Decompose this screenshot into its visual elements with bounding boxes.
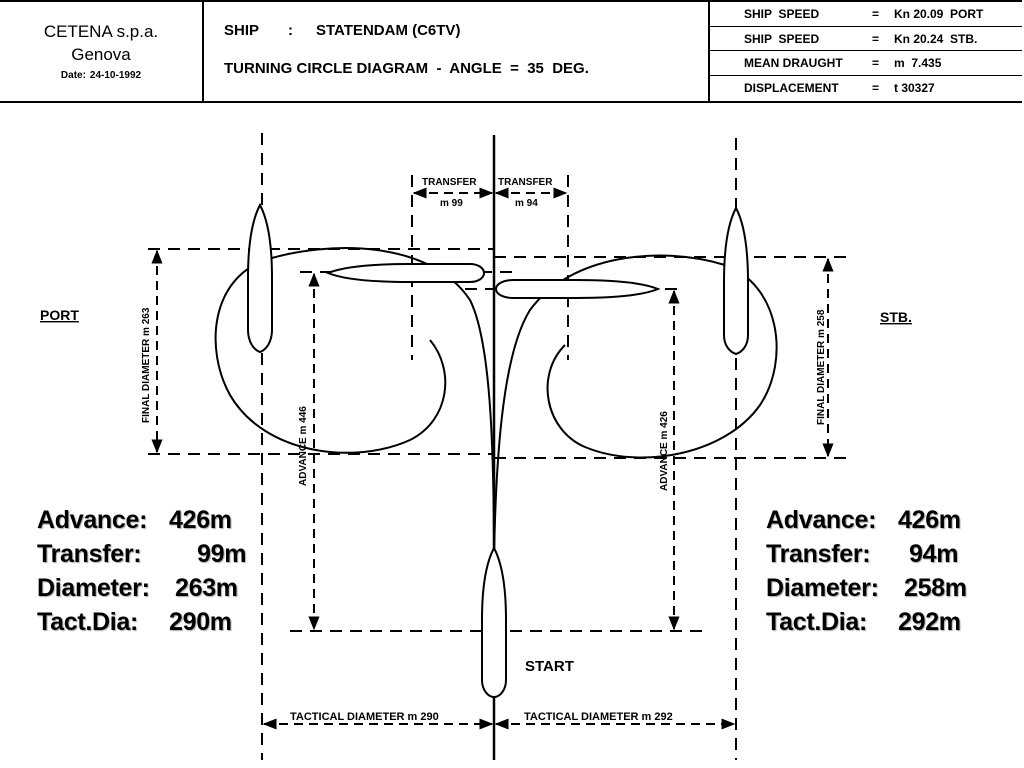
- spec-equals: =: [872, 7, 880, 21]
- summary-value: 94m: [909, 540, 959, 568]
- spec-label: MEAN DRAUGHT: [744, 56, 843, 70]
- advance-label-stb: ADVANCE m 426: [659, 411, 670, 491]
- summary-label: Diameter:: [37, 574, 150, 602]
- diagram-title: TURNING CIRCLE DIAGRAM - ANGLE = 35 DEG.: [224, 60, 589, 77]
- transfer-label-port: TRANSFER: [422, 177, 477, 188]
- company-cell: CETENA s.p.a. Genova Date:24-10-1992: [0, 2, 204, 101]
- summary-value: 426m: [898, 506, 961, 534]
- summary-row-transfer: Transfer: 99m: [37, 537, 246, 571]
- ship-label: SHIP: [224, 22, 260, 39]
- summary-row-diameter: Diameter: 263m: [37, 571, 246, 605]
- final-diameter-label-stb: FINAL DIAMETER m 258: [816, 309, 827, 425]
- spec-value: Kn 20.09 PORT: [894, 7, 984, 21]
- summary-row-diameter: Diameter: 258m: [766, 571, 967, 605]
- spec-value: m 7.435: [894, 56, 942, 70]
- spec-equals: =: [872, 56, 880, 70]
- stb-label: STB.: [880, 309, 912, 325]
- summary-label: Diameter:: [766, 574, 879, 602]
- summary-value: 290m: [169, 608, 232, 636]
- date-value: 24-10-1992: [89, 70, 142, 81]
- specs-table: SHIP SPEED = Kn 20.09 PORT SHIP SPEED = Kn 2…: [710, 2, 1022, 101]
- turning-circle-diagram: PORT STB. START TRANSFER m 99 TRANSFER m…: [40, 133, 912, 760]
- summary-row-transfer: Transfer: 94m: [766, 537, 967, 571]
- summary-value: 263m: [175, 574, 238, 602]
- summary-value: 99m: [197, 540, 247, 568]
- spec-row-draught: MEAN DRAUGHT = m 7.435: [710, 51, 1022, 76]
- summary-row-advance: Advance: 426m: [37, 503, 246, 537]
- summary-port: Advance:426m Transfer:99m Diameter:263m …: [37, 503, 246, 639]
- spec-value: Kn 20.24 STB.: [894, 31, 978, 46]
- ship-line: SHIP: STATENDAM (C6TV): [224, 22, 460, 39]
- final-diameter-label-port: FINAL DIAMETER m 263: [141, 307, 152, 423]
- summary-value: 258m: [904, 574, 967, 602]
- ship-stb-90: [723, 205, 749, 356]
- spec-label: DISPLACEMENT: [744, 80, 839, 95]
- spec-row-displacement: DISPLACEMENT = t 30327: [710, 76, 1022, 101]
- port-label: PORT: [40, 307, 79, 323]
- spec-row-port-speed: SHIP SPEED = Kn 20.09 PORT: [710, 2, 1022, 27]
- diagram-labels: PORT STB. START TRANSFER m 99 TRANSFER m…: [40, 177, 912, 723]
- summary-label: Advance:: [37, 506, 148, 534]
- summary-label: Advance:: [766, 506, 877, 534]
- advance-label-port: ADVANCE m 446: [298, 406, 309, 486]
- tactical-label-stb: TACTICAL DIAMETER m 292: [524, 711, 673, 723]
- spec-value: t 30327: [894, 80, 935, 95]
- spec-equals: =: [872, 31, 880, 46]
- date-line: Date:24-10-1992: [0, 70, 202, 81]
- ship-start: [481, 545, 507, 699]
- transfer-label-stb: TRANSFER: [498, 177, 553, 188]
- tactical-label-port: TACTICAL DIAMETER m 290: [290, 711, 439, 723]
- ship-separator: :: [288, 22, 293, 39]
- summary-label: Tact.Dia:: [37, 608, 139, 636]
- ship-port-90: [247, 202, 273, 354]
- ship-name: STATENDAM (C6TV): [316, 22, 461, 39]
- summary-value: 426m: [169, 506, 232, 534]
- transfer-value-stb: m 94: [515, 198, 538, 209]
- company-name: CETENA s.p.a.: [43, 22, 159, 41]
- spec-equals: =: [872, 80, 880, 95]
- start-label: START: [525, 658, 574, 675]
- summary-row-tactdia: Tact.Dia: 292m: [766, 605, 967, 639]
- ship-hulls: [247, 202, 749, 699]
- summary-label: Tact.Dia:: [766, 608, 868, 636]
- company-city: Genova: [71, 45, 131, 64]
- spec-row-stb-speed: SHIP SPEED = Kn 20.24 STB.: [710, 27, 1022, 51]
- ship-port-180: [325, 263, 486, 283]
- title-block: CETENA s.p.a. Genova Date:24-10-1992 SHI…: [0, 0, 1022, 103]
- summary-value: 292m: [898, 608, 961, 636]
- turning-path-stb: [493, 254, 778, 561]
- transfer-value-port: m 99: [440, 198, 463, 209]
- title-cell: SHIP: STATENDAM (C6TV) TURNING CIRCLE DIA…: [204, 2, 710, 101]
- summary-stb: Advance:426m Transfer:94m Diameter:258m …: [766, 503, 967, 639]
- summary-label: Transfer:: [766, 540, 871, 568]
- turning-path-port: [214, 247, 495, 561]
- summary-row-tactdia: Tact.Dia: 290m: [37, 605, 246, 639]
- dimension-arrows: [151, 187, 834, 730]
- spec-label: SHIP SPEED: [744, 31, 820, 46]
- summary-row-advance: Advance: 426m: [766, 503, 967, 537]
- spec-label: SHIP SPEED: [744, 7, 820, 21]
- date-label: Date:: [60, 70, 86, 81]
- ship-stb-180: [494, 279, 661, 299]
- turning-paths: [214, 247, 778, 561]
- summary-label: Transfer:: [37, 540, 142, 568]
